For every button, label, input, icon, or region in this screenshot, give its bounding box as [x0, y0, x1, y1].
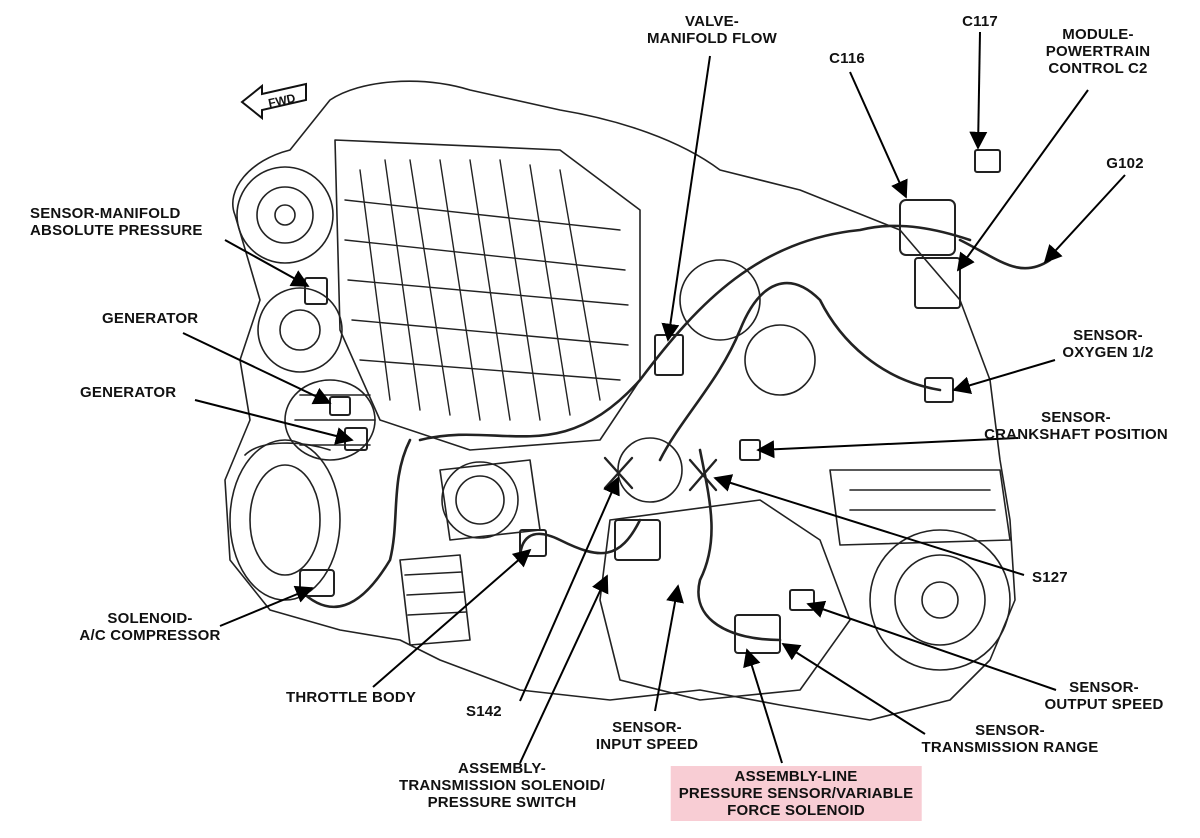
label-sensor-oxygen: SENSOR-OXYGEN 1/2	[1062, 327, 1154, 361]
label-throttle-body: THROTTLE BODY	[286, 689, 417, 706]
label-assembly-transmission-solenoid: ASSEMBLY-TRANSMISSION SOLENOID/PRESSURE …	[398, 760, 606, 811]
label-generator-2: GENERATOR	[80, 384, 177, 401]
label-sensor-transmission-range: SENSOR-TRANSMISSION RANGE	[921, 722, 1099, 756]
label-sensor-input-speed: SENSOR-INPUT SPEED	[595, 719, 699, 753]
engine-illustration	[224, 80, 1052, 721]
label-g102: G102	[1106, 155, 1144, 172]
fwd-arrow-icon	[240, 82, 307, 121]
label-s142: S142	[466, 703, 502, 720]
label-c116: C116	[829, 50, 865, 67]
label-s127: S127	[1032, 569, 1068, 586]
label-sensor-output-speed: SENSOR-OUTPUT SPEED	[1044, 679, 1164, 713]
fwd-label: FWD	[267, 91, 297, 110]
leader-lines	[182, 31, 1126, 764]
label-generator-1: GENERATOR	[102, 310, 199, 327]
label-valve-manifold-flow: VALVE-MANIFOLD FLOW	[646, 13, 778, 47]
label-c117: C117	[962, 13, 998, 30]
label-sensor-crankshaft-position: SENSOR-CRANKSHAFT POSITION	[984, 409, 1168, 443]
label-solenoid-ac-compressor: SOLENOID-A/C COMPRESSOR	[79, 610, 221, 644]
